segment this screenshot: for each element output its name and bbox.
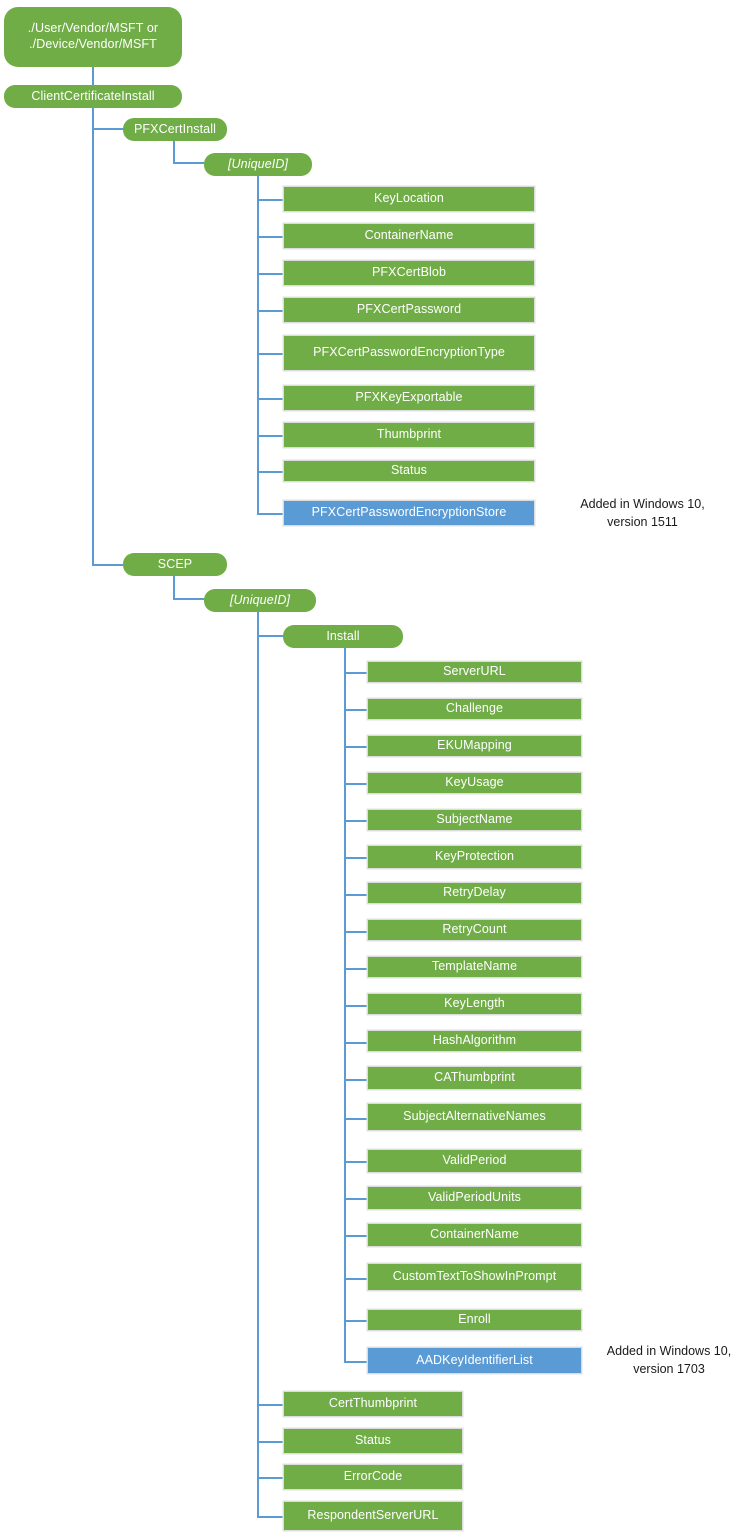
node-install-child-hashalgorithm[interactable]: HashAlgorithm <box>367 1030 582 1052</box>
connector-pfx-child <box>257 513 284 515</box>
connector-scep-uniqueid-to-install <box>257 635 284 637</box>
node-install-child-keyusage[interactable]: KeyUsage <box>367 772 582 794</box>
node-pfx-child-containername[interactable]: ContainerName <box>283 223 535 249</box>
connector-install-child <box>344 709 369 711</box>
connector-install-child <box>344 857 369 859</box>
node-install-child-customtexttoshowinprompt[interactable]: CustomTextToShowInPrompt <box>367 1263 582 1291</box>
connector-install-child <box>344 1278 369 1280</box>
connector-install-child <box>344 1079 369 1081</box>
node-pfx-cert-install[interactable]: PFXCertInstall <box>123 118 227 141</box>
node-scep[interactable]: SCEP <box>123 553 227 576</box>
node-install-child-subjectname[interactable]: SubjectName <box>367 809 582 831</box>
connector-scep-uniqueid-child <box>257 1516 284 1518</box>
node-pfx-child-pfxcertpassword[interactable]: PFXCertPassword <box>283 297 535 323</box>
connector-install-child <box>344 1042 369 1044</box>
node-install-child-validperiod[interactable]: ValidPeriod <box>367 1149 582 1173</box>
node-install-child-keylength[interactable]: KeyLength <box>367 993 582 1015</box>
node-install-child-retrycount[interactable]: RetryCount <box>367 919 582 941</box>
node-install-child-subjectalternativenames[interactable]: SubjectAlternativeNames <box>367 1103 582 1131</box>
connector-install-child <box>344 746 369 748</box>
annotation-pfx-added-version: Added in Windows 10, version 1511 <box>580 497 705 530</box>
node-client-certificate-install[interactable]: ClientCertificateInstall <box>4 85 182 108</box>
node-scep-child-errorcode[interactable]: ErrorCode <box>283 1464 463 1490</box>
connector-pfx-child <box>257 310 284 312</box>
node-pfx-child-pfxcertblob[interactable]: PFXCertBlob <box>283 260 535 286</box>
connector-scep-uniqueid-child <box>257 1477 284 1479</box>
node-scep-child-status[interactable]: Status <box>283 1428 463 1454</box>
connector-scep-uniqueid-child <box>257 1404 284 1406</box>
connector-install-child <box>344 1118 369 1120</box>
connector-install-child <box>344 1320 369 1322</box>
connector-install-child <box>344 820 369 822</box>
connector-install-child <box>344 968 369 970</box>
node-pfx-child-thumbprint[interactable]: Thumbprint <box>283 422 535 448</box>
node-pfx-child-pfxkeyexportable[interactable]: PFXKeyExportable <box>283 385 535 411</box>
connector-level1-trunk <box>92 108 94 566</box>
node-pfx-unique-id[interactable]: [UniqueID] <box>204 153 312 176</box>
connector-install-child <box>344 672 369 674</box>
node-install-child-templatename[interactable]: TemplateName <box>367 956 582 978</box>
connector-install-child <box>344 894 369 896</box>
node-root[interactable]: ./User/Vendor/MSFT or ./Device/Vendor/MS… <box>4 7 182 67</box>
connector-scep-uniqueid-child <box>257 1441 284 1443</box>
connector-pfx-child <box>257 353 284 355</box>
node-install-child-keyprotection[interactable]: KeyProtection <box>367 845 582 869</box>
node-install-child-aadkeyidentifierlist[interactable]: AADKeyIdentifierList <box>367 1347 582 1374</box>
connector-pfx-child <box>257 236 284 238</box>
connector-scep-uniqueid-trunk <box>257 612 259 1518</box>
node-install-child-enroll[interactable]: Enroll <box>367 1309 582 1331</box>
node-pfx-child-pfxcertpasswordencryptionstore[interactable]: PFXCertPasswordEncryptionStore <box>283 500 535 526</box>
connector-level1-to-scep <box>92 564 125 566</box>
node-scep-child-certthumbprint[interactable]: CertThumbprint <box>283 1391 463 1417</box>
node-install-child-serverurl[interactable]: ServerURL <box>367 661 582 683</box>
node-pfx-child-pfxcertpasswordencryptiontype[interactable]: PFXCertPasswordEncryptionType <box>283 335 535 371</box>
node-install-child-cathumbprint[interactable]: CAThumbprint <box>367 1066 582 1090</box>
connector-root-vertical <box>92 67 94 88</box>
connector-install-child <box>344 1005 369 1007</box>
connector-pfx-child <box>257 199 284 201</box>
connector-pfx-child <box>257 398 284 400</box>
connector-install-child <box>344 1361 369 1363</box>
node-install-child-validperiodunits[interactable]: ValidPeriodUnits <box>367 1186 582 1210</box>
node-install-child-ekumapping[interactable]: EKUMapping <box>367 735 582 757</box>
connector-scep-to-uniqueid-vertical <box>173 576 175 598</box>
connector-scep-to-uniqueid-horizontal <box>173 598 206 600</box>
connector-pfx-child <box>257 273 284 275</box>
node-install-child-retrydelay[interactable]: RetryDelay <box>367 882 582 904</box>
node-pfx-child-keylocation[interactable]: KeyLocation <box>283 186 535 212</box>
connector-install-child <box>344 1235 369 1237</box>
connector-pfx-child <box>257 471 284 473</box>
node-scep-child-respondentserverurl[interactable]: RespondentServerURL <box>283 1501 463 1531</box>
node-install-child-challenge[interactable]: Challenge <box>367 698 582 720</box>
connector-level1-to-pfx <box>92 128 125 130</box>
connector-install-child <box>344 1161 369 1163</box>
node-install-child-containername[interactable]: ContainerName <box>367 1223 582 1247</box>
connector-install-child <box>344 931 369 933</box>
connector-install-child <box>344 783 369 785</box>
node-scep-unique-id[interactable]: [UniqueID] <box>204 589 316 612</box>
connector-pfx-children-trunk <box>257 176 259 514</box>
connector-pfx-to-uniqueid-horizontal <box>173 162 206 164</box>
node-scep-install[interactable]: Install <box>283 625 403 648</box>
annotation-scep-added-version: Added in Windows 10, version 1703 <box>606 1344 732 1377</box>
node-pfx-child-status[interactable]: Status <box>283 460 535 482</box>
connector-install-child <box>344 1198 369 1200</box>
connector-pfx-to-uniqueid-vertical <box>173 141 175 163</box>
connector-pfx-child <box>257 435 284 437</box>
